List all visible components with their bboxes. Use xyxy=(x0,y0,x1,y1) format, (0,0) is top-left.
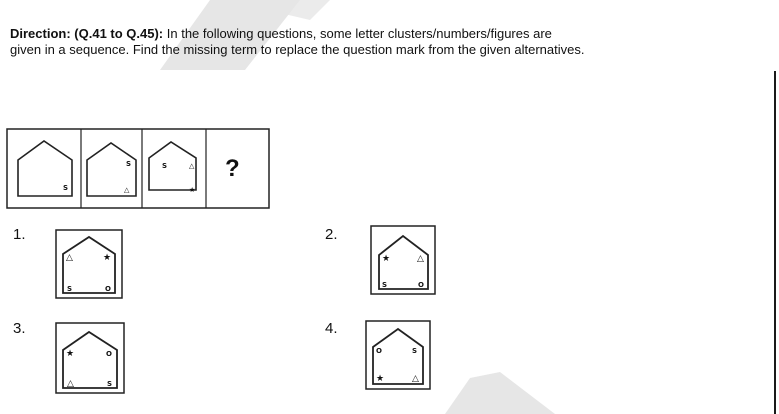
problem-figure-2: S △ xyxy=(86,142,137,197)
direction-line2: given in a sequence. Find the missing te… xyxy=(10,42,585,57)
star-icon: ★ xyxy=(382,254,390,264)
direction-heading: Direction: (Q.41 to Q.45): xyxy=(10,26,164,41)
option-3-figure[interactable]: ★ O △ S xyxy=(55,322,125,394)
star-icon: ★ xyxy=(376,374,384,384)
question-mark: ? xyxy=(225,155,240,182)
star-icon: ★ xyxy=(66,349,74,359)
letter-s-icon: S xyxy=(126,160,131,168)
problem-figure-1: S xyxy=(17,140,73,197)
option-4-figure[interactable]: O S ★ △ xyxy=(365,320,431,390)
letter-s-icon: S xyxy=(63,184,68,192)
letter-o-icon: O xyxy=(106,350,112,358)
letter-s-icon: S xyxy=(162,162,167,170)
option-4-number: 4. xyxy=(325,320,338,337)
direction-text: Direction: (Q.41 to Q.45): In the follow… xyxy=(10,26,650,58)
letter-o-icon: O xyxy=(418,281,424,289)
star-icon: ★ xyxy=(189,186,195,194)
page-border xyxy=(774,71,776,414)
option-3-number: 3. xyxy=(13,320,26,337)
triangle-icon: △ xyxy=(124,186,130,194)
letter-o-icon: O xyxy=(105,285,111,293)
problem-figure-series: S S △ S △ ★ xyxy=(6,128,270,209)
option-2-number: 2. xyxy=(325,226,338,243)
option-1-figure[interactable]: △ ★ S O xyxy=(55,229,123,299)
triangle-icon: △ xyxy=(417,254,424,264)
letter-o-icon: O xyxy=(376,347,382,355)
triangle-icon: △ xyxy=(412,374,419,384)
triangle-icon: △ xyxy=(66,253,73,263)
triangle-icon: △ xyxy=(67,379,74,389)
letter-s-icon: S xyxy=(67,285,72,293)
direction-line1: In the following questions, some letter … xyxy=(163,26,552,41)
option-1-number: 1. xyxy=(13,226,26,243)
star-icon: ★ xyxy=(103,253,111,263)
letter-s-icon: S xyxy=(412,347,417,355)
problem-figure-3: S △ ★ xyxy=(148,141,197,194)
letter-s-icon: S xyxy=(382,281,387,289)
triangle-icon: △ xyxy=(189,162,195,170)
option-2-figure[interactable]: ★ △ S O xyxy=(370,225,436,295)
letter-s-icon: S xyxy=(107,380,112,388)
